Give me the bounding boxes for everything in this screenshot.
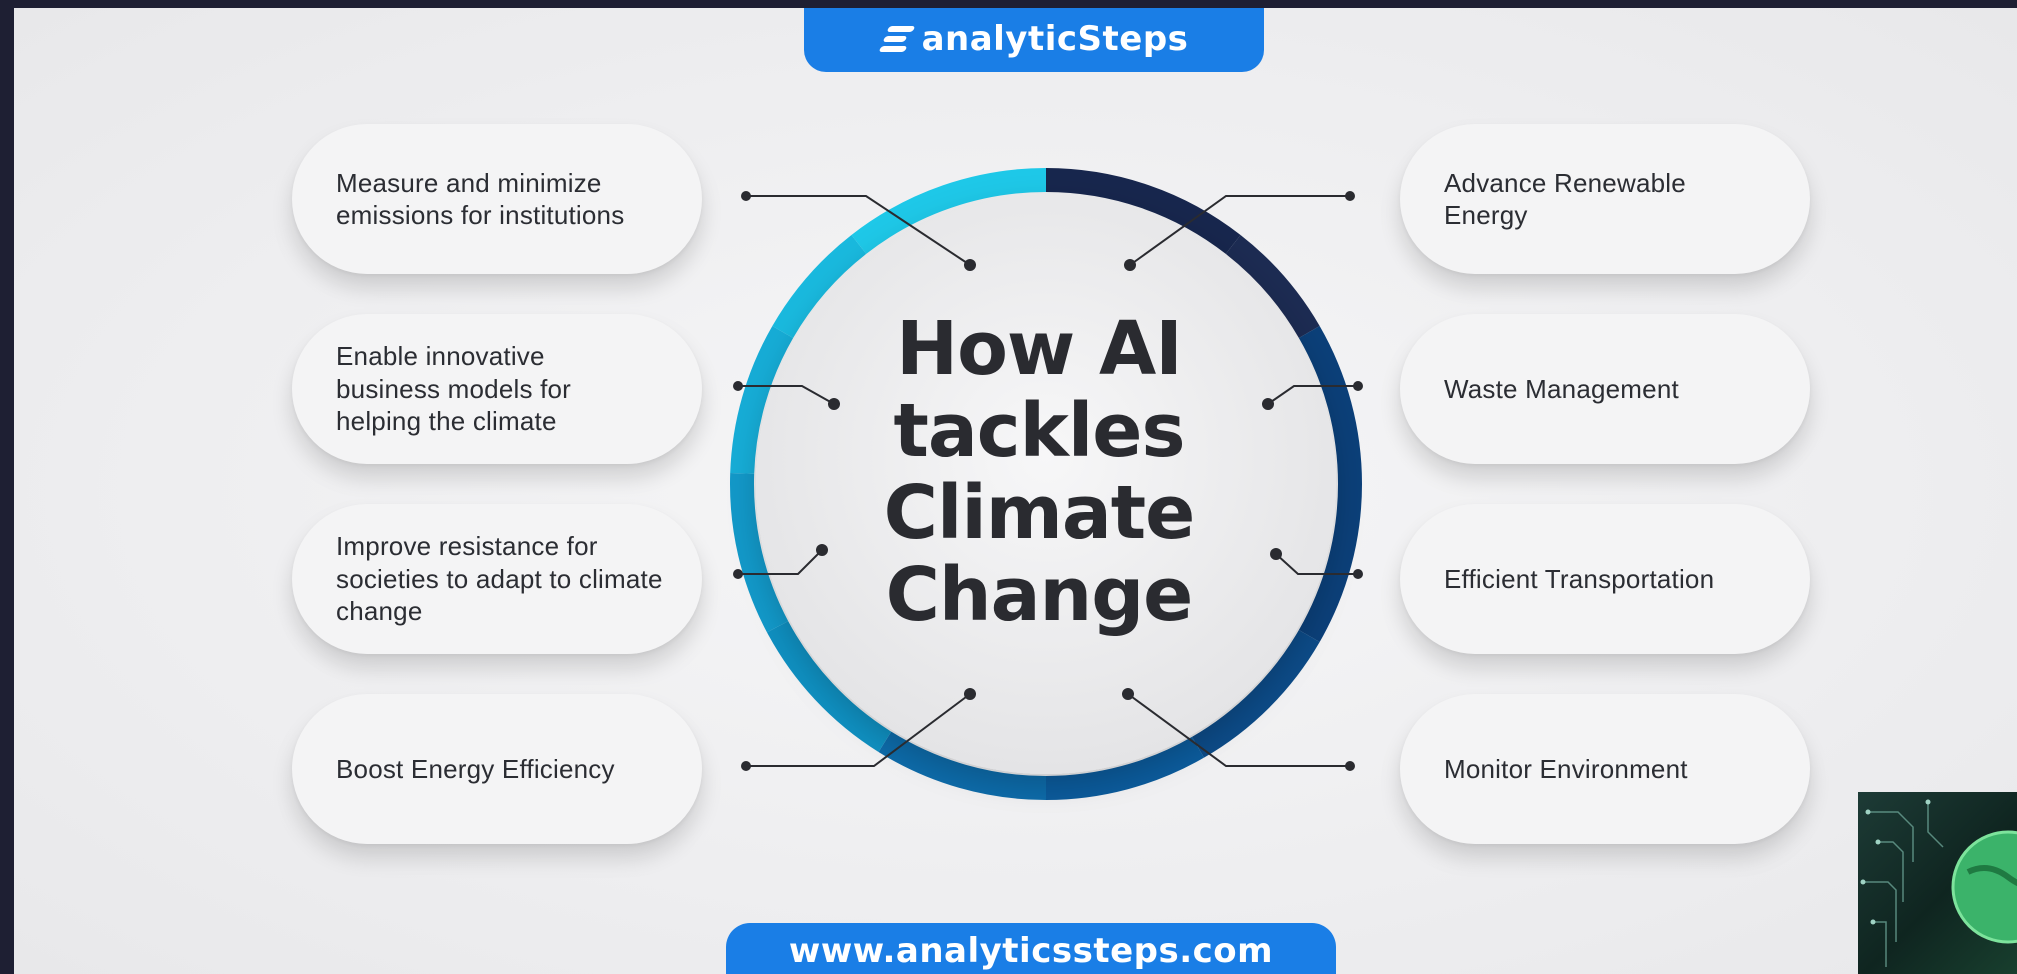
item-efficient-transportation: Efficient Transportation bbox=[1400, 504, 1810, 654]
ring-segment bbox=[730, 326, 794, 474]
ring-segment bbox=[730, 472, 789, 633]
brand-logo-icon bbox=[878, 24, 916, 54]
item-label: Improve resistance for societies to adap… bbox=[336, 531, 663, 627]
connector-dots bbox=[733, 191, 1363, 771]
ring-segment bbox=[1192, 630, 1320, 758]
brand-logo-text: analyticSteps bbox=[921, 19, 1189, 59]
item-monitor-environment: Monitor Environment bbox=[1400, 694, 1810, 844]
brand-header-tab: analyticSteps bbox=[804, 8, 1264, 72]
item-label: Advance Renewable Energy bbox=[1444, 167, 1686, 231]
connector-lines bbox=[738, 195, 1358, 767]
ring-segment bbox=[1046, 736, 1204, 800]
item-waste-management: Waste Management bbox=[1400, 314, 1810, 464]
ring-segment bbox=[766, 621, 892, 752]
item-improve-resistance: Improve resistance for societies to adap… bbox=[292, 504, 702, 654]
item-label: Waste Management bbox=[1444, 373, 1679, 404]
item-label: Monitor Environment bbox=[1444, 753, 1688, 784]
center-disc bbox=[756, 194, 1336, 774]
ring-segment bbox=[1298, 326, 1362, 642]
infographic-slide: analyticSteps How AI tackles Climate Cha… bbox=[14, 8, 2017, 974]
website-footer-tab: www.analyticssteps.com bbox=[726, 923, 1336, 974]
item-business-models: Enable innovative business models for he… bbox=[292, 314, 702, 464]
circuit-globe-image bbox=[1860, 799, 2017, 967]
item-energy-efficiency: Boost Energy Efficiency bbox=[292, 694, 702, 844]
website-url: www.analyticssteps.com bbox=[788, 931, 1274, 971]
circuit-globe-thumbnail bbox=[1858, 792, 2017, 974]
diagram-graphics bbox=[730, 168, 1363, 800]
item-label: Enable innovative business models for he… bbox=[336, 341, 572, 437]
item-label: Boost Energy Efficiency bbox=[336, 753, 615, 784]
ring-segment bbox=[1225, 234, 1320, 338]
item-renewable-energy: Advance Renewable Energy bbox=[1400, 124, 1810, 274]
item-measure-emissions: Measure and minimize emissions for insti… bbox=[292, 124, 702, 274]
ring-segment bbox=[851, 168, 1046, 254]
center-title: How AI tackles Climate Change bbox=[883, 306, 1196, 638]
item-label: Efficient Transportation bbox=[1444, 563, 1715, 594]
item-label: Measure and minimize emissions for insti… bbox=[336, 167, 625, 231]
ring-segment bbox=[878, 731, 1046, 800]
progress-ring bbox=[730, 168, 1362, 800]
ring-segment bbox=[1046, 168, 1241, 254]
ring-segment bbox=[772, 234, 867, 338]
brand-logo: analyticSteps bbox=[878, 19, 1189, 59]
